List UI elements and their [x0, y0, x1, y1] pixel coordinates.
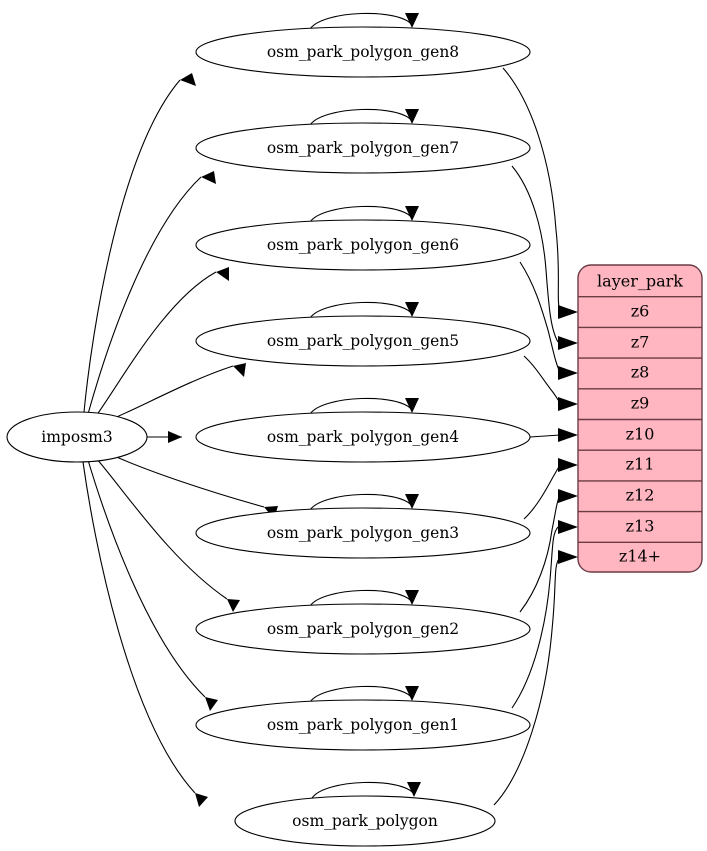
self-loop-gen5 [309, 301, 413, 319]
edge-imposm3-to-polygon [82, 461, 196, 794]
gen3-ellipse[interactable] [195, 507, 531, 559]
node-osm-park-polygon-gen4[interactable]: osm_park_polygon_gen4 [195, 411, 531, 463]
arrowhead-z6 [558, 305, 578, 319]
table-row-z8[interactable]: z8 [631, 363, 650, 382]
edge-imposm3-to-gen3 [111, 454, 265, 508]
gen1-ellipse[interactable] [195, 699, 531, 751]
edge-imposm3-to-gen5 [111, 365, 234, 420]
arrowhead-gen4 [168, 431, 182, 443]
gen5-label: osm_park_polygon_gen5 [267, 332, 459, 350]
edge-imposm3-to-gen7 [87, 176, 202, 415]
self-loop-arrowhead-gen1 [405, 686, 419, 701]
gen1-label: osm_park_polygon_gen1 [267, 716, 459, 734]
arrowhead-gen1 [205, 697, 218, 711]
gen6-ellipse[interactable] [195, 219, 531, 271]
node-imposm3[interactable]: imposm3 [6, 411, 148, 463]
arrowheads-to-table [558, 305, 578, 564]
gen4-ellipse[interactable] [195, 411, 531, 463]
polygon-ellipse[interactable] [234, 795, 496, 847]
arrowhead-gen8 [180, 73, 196, 86]
table-row-z6[interactable]: z6 [631, 302, 650, 321]
edge-gen1-to-z13 [511, 526, 559, 709]
self-loop-arrowhead-gen3 [405, 494, 419, 509]
arrowhead-gen7 [201, 171, 216, 184]
arrowhead-z7 [558, 336, 578, 350]
gen8-label: osm_park_polygon_gen8 [267, 43, 459, 61]
self-loop-gen2 [309, 589, 413, 607]
arrowhead-gen5 [233, 363, 246, 377]
edge-gen7-to-z7 [511, 165, 559, 343]
edge-gen4-to-z10 [529, 434, 561, 438]
edge-imposm3-to-gen1 [87, 459, 206, 698]
arrowhead-z9 [558, 397, 578, 411]
self-loop-arrowhead-gen2 [405, 590, 419, 605]
self-loop-edges [309, 12, 421, 799]
edge-imposm3-to-gen6 [95, 271, 217, 417]
node-osm-park-polygon-gen6[interactable]: osm_park_polygon_gen6 [195, 219, 531, 271]
self-loop-gen8 [309, 12, 413, 30]
gen2-label: osm_park_polygon_gen2 [267, 620, 459, 638]
arrowhead-z11 [558, 458, 578, 472]
arrowheads-from-source [168, 73, 278, 807]
self-loop-gen4 [309, 397, 413, 415]
layer-park-box[interactable] [577, 264, 703, 573]
node-osm-park-polygon-gen3[interactable]: osm_park_polygon_gen3 [195, 507, 531, 559]
edge-gen6-to-z8 [519, 261, 561, 373]
arrowhead-z12 [558, 489, 578, 503]
self-loop-arrowhead-gen4 [405, 398, 419, 413]
table-row-z10[interactable]: z10 [626, 425, 655, 444]
node-osm-park-polygon-gen2[interactable]: osm_park_polygon_gen2 [195, 603, 531, 655]
self-loop-gen7 [309, 108, 413, 126]
node-osm-park-polygon-gen5[interactable]: osm_park_polygon_gen5 [195, 315, 531, 367]
self-loop-gen6 [309, 205, 413, 223]
table-row-z14[interactable]: z14+ [619, 547, 661, 566]
node-osm-park-polygon[interactable]: osm_park_polygon [234, 795, 496, 847]
edge-gen3-to-z11 [523, 464, 561, 520]
table-row-z12[interactable]: z12 [626, 486, 655, 505]
edge-gen8-to-z6 [502, 67, 561, 312]
arrowhead-z13 [558, 520, 578, 534]
gen6-label: osm_park_polygon_gen6 [267, 236, 459, 254]
gen7-label: osm_park_polygon_gen7 [267, 139, 459, 157]
arrowhead-polygon [195, 793, 208, 807]
gen2-ellipse[interactable] [195, 603, 531, 655]
self-loop-arrowhead-gen5 [405, 302, 419, 317]
table-row-z9[interactable]: z9 [631, 394, 650, 413]
arrowhead-z8 [558, 366, 578, 380]
table-row-z7[interactable]: z7 [631, 333, 650, 352]
edge-gen2-to-z12 [519, 495, 561, 613]
arrowhead-gen6 [216, 267, 229, 281]
node-osm-park-polygon-gen1[interactable]: osm_park_polygon_gen1 [195, 699, 531, 751]
gen4-label: osm_park_polygon_gen4 [267, 428, 459, 446]
gen3-label: osm_park_polygon_gen3 [267, 524, 459, 542]
table-row-z13[interactable]: z13 [626, 517, 655, 536]
edge-polygon-to-z14 [493, 556, 561, 806]
self-loop-arrowhead-gen8 [405, 13, 419, 28]
node-osm-park-polygon-gen8[interactable]: osm_park_polygon_gen8 [195, 26, 531, 78]
edge-gen5-to-z9 [523, 355, 561, 404]
arrowhead-gen2 [227, 599, 240, 612]
edge-imposm3-to-gen8 [83, 79, 181, 413]
arrowhead-z14 [558, 550, 578, 564]
imposm3-label: imposm3 [41, 428, 112, 446]
self-loop-arrowhead-polygon [407, 782, 421, 797]
gen7-ellipse[interactable] [195, 122, 531, 174]
node-osm-park-polygon-gen7[interactable]: osm_park_polygon_gen7 [195, 122, 531, 174]
gen5-ellipse[interactable] [195, 315, 531, 367]
self-loop-polygon [311, 781, 415, 799]
self-loop-arrowhead-gen7 [405, 109, 419, 124]
edges-from-source [82, 79, 265, 794]
self-loop-gen3 [309, 493, 413, 511]
self-loop-gen1 [309, 685, 413, 703]
table-row-z11[interactable]: z11 [626, 455, 655, 474]
gen8-ellipse[interactable] [195, 26, 531, 78]
self-loop-arrowhead-gen6 [405, 206, 419, 221]
node-layer-park-table[interactable]: layer_park z6 z7 z8 z9 z10 z11 z12 z13 z… [577, 264, 703, 573]
edge-imposm3-to-gen2 [95, 457, 228, 600]
imposm3-ellipse[interactable] [6, 411, 148, 463]
layer-park-header-label: layer_park [597, 272, 683, 291]
polygon-label: osm_park_polygon [292, 812, 438, 830]
arrowhead-z10 [558, 428, 578, 442]
